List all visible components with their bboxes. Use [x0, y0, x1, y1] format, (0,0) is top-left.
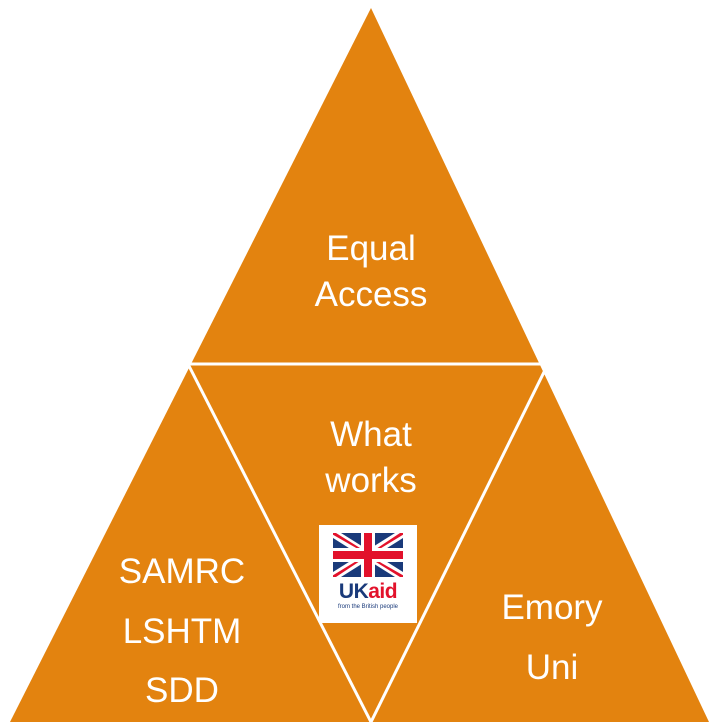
top-triangle-label: Equal Access [270, 226, 472, 317]
ukaid-aid-text: aid [368, 580, 398, 603]
right-label-line-2: Uni [525, 647, 579, 687]
union-jack-flag-icon [333, 533, 403, 577]
center-label-line-1: What [330, 415, 412, 454]
right-triangle-label: Emory Uni [462, 578, 642, 697]
ukaid-wordmark: UKaid [319, 581, 417, 603]
left-label-line-3: SDD [145, 671, 219, 710]
divider-left [186, 363, 373, 722]
ukaid-uk-text: UK [338, 580, 369, 603]
left-triangle-label: SAMRC LSHTM SDD [92, 542, 272, 721]
divider-right [369, 363, 550, 722]
top-label-line-2: Access [314, 274, 428, 314]
left-label-line-2: LSHTM [122, 611, 242, 651]
center-triangle-label: What works [270, 412, 472, 503]
right-label-line-1: Emory [501, 588, 603, 627]
ukaid-tagline: from the British people [337, 604, 399, 610]
ukaid-logo: UKaid from the British people [319, 525, 417, 623]
top-label-line-1: Equal [326, 229, 416, 268]
left-label-line-1: SAMRC [118, 552, 246, 591]
center-label-line-2: works [325, 460, 417, 500]
